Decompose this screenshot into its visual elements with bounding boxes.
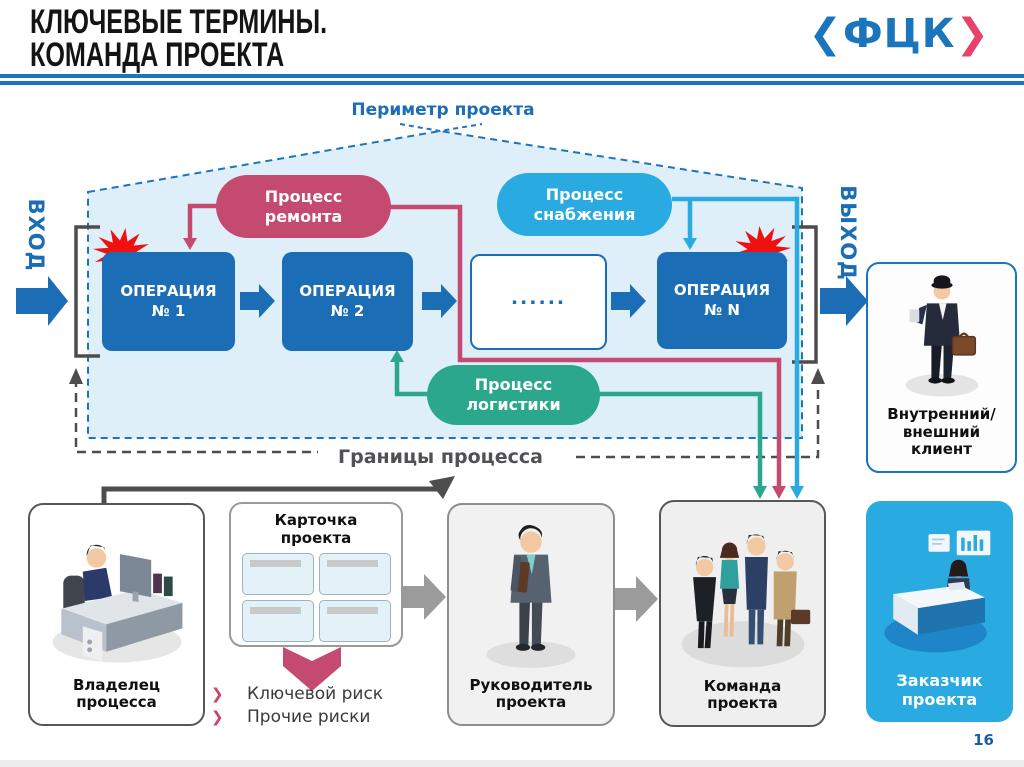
flow-arrow-3-icon — [611, 284, 646, 318]
operation-1-box: ОПЕРАЦИЯ № 1 — [102, 252, 235, 351]
input-arrow-icon — [16, 276, 68, 326]
operation-2-box: ОПЕРАЦИЯ № 2 — [282, 252, 413, 351]
card-line2: проекта — [280, 528, 352, 547]
card-cell — [318, 553, 391, 596]
customer-line1: Заказчик — [896, 671, 983, 691]
risk-item-label: Прочие риски — [247, 707, 371, 727]
team-line1: Команда — [703, 676, 782, 695]
operation-2-line2: № 2 — [330, 301, 365, 320]
client-line1: Внутренний/ — [887, 404, 996, 423]
logo-left-chevron-icon: ❮ — [808, 11, 843, 57]
supply-line2: снабжения — [533, 204, 636, 224]
boundary-dashed-right — [576, 368, 825, 459]
client-illustration — [868, 264, 1015, 404]
input-label: ВХОД — [24, 198, 48, 272]
operation-1-line1: ОПЕРАЦИЯ — [120, 282, 217, 300]
page-title-line2: КОМАНДА ПРОЕКТА — [30, 36, 285, 74]
supply-line1: Процесс — [545, 184, 624, 204]
process-owner-label: Владелец процесса — [69, 675, 164, 724]
operation-n-box: ОПЕРАЦИЯ № N — [657, 252, 787, 349]
project-card-box: Карточка проекта — [229, 502, 403, 647]
client-label: Внутренний/ внешний клиент — [883, 404, 999, 471]
project-manager-box: Руководитель проекта — [447, 503, 615, 726]
operation-n-line2: № N — [704, 300, 740, 319]
project-customer-label: Заказчик проекта — [892, 670, 986, 722]
client-line2: внешний — [902, 422, 981, 441]
project-customer-illustration — [866, 501, 1013, 670]
footer-strip — [0, 760, 1024, 767]
supply-process-pill: Процесс снабжения — [497, 173, 672, 236]
owner-boundary-connector — [101, 476, 455, 503]
card-cell — [241, 553, 314, 596]
perimeter-label: Периметр проекта — [351, 100, 535, 120]
manager-line2: проекта — [495, 693, 567, 712]
operation-1-line2: № 1 — [151, 301, 186, 320]
page-title: КЛЮЧЕВЫЕ ТЕРМИНЫ. КОМАНДА ПРОЕКТА — [30, 3, 328, 74]
project-manager-illustration — [449, 505, 613, 675]
manager-to-team-arrow-icon — [614, 576, 658, 622]
supply-connector — [672, 196, 804, 499]
chevron-bullet-icon: ❯ — [211, 708, 224, 726]
card-line1: Карточка — [274, 511, 358, 529]
owner-line1: Владелец — [72, 675, 161, 694]
card-to-manager-arrow-icon — [402, 574, 446, 620]
card-cell — [318, 600, 391, 643]
flow-arrow-1-icon — [240, 284, 275, 318]
input-bracket — [74, 225, 100, 358]
output-label: ВЫХОД — [836, 185, 860, 281]
header-divider — [0, 74, 1024, 85]
perimeter-pointer — [399, 123, 483, 133]
project-customer-box: Заказчик проекта — [866, 501, 1013, 722]
logistics-line2: логистики — [466, 395, 561, 414]
process-owner-box: Владелец процесса — [28, 503, 205, 726]
repair-line2: ремонта — [264, 206, 343, 226]
client-line3: клиент — [911, 440, 972, 459]
header: КЛЮЧЕВЫЕ ТЕРМИНЫ. КОМАНДА ПРОЕКТА ❮ФЦК❯ — [0, 0, 1024, 74]
project-team-illustration — [661, 502, 824, 676]
flow-arrow-2-icon — [422, 284, 457, 318]
manager-line1: Руководитель — [469, 675, 593, 694]
project-team-box: Команда проекта — [659, 500, 826, 727]
operation-2-line1: ОПЕРАЦИЯ — [299, 282, 396, 300]
standing-man-icon — [486, 524, 576, 668]
logo-text: ФЦК — [843, 11, 956, 57]
owner-line2: процесса — [76, 693, 157, 712]
risk-item: ❯ Прочие риски — [211, 707, 383, 727]
process-boundary-label: Границы процесса — [338, 446, 543, 468]
risk-item: ❯ Ключевой риск — [211, 684, 383, 704]
page-title-line1: КЛЮЧЕВЫЕ ТЕРМИНЫ. — [30, 3, 328, 41]
fck-logo: ❮ФЦК❯ — [808, 12, 990, 56]
boundary-dashed-left — [69, 368, 318, 454]
logistics-line1: Процесс — [474, 375, 553, 395]
risks-list: ❯ Ключевой риск ❯ Прочие риски — [211, 684, 383, 730]
project-team-label: Команда проекта — [700, 676, 786, 725]
reception-desk-icon — [883, 530, 990, 653]
chevron-bullet-icon: ❯ — [211, 685, 224, 703]
operations-ellipsis-box: ...... — [470, 254, 607, 350]
repair-process-pill: Процесс ремонта — [216, 175, 391, 238]
client-box: Внутренний/ внешний клиент — [866, 262, 1017, 473]
process-owner-illustration — [30, 505, 203, 675]
output-bracket — [792, 225, 818, 364]
logo-right-chevron-icon: ❯ — [955, 11, 990, 57]
risk-item-label: Ключевой риск — [247, 684, 384, 704]
project-card-label: Карточка проекта — [274, 511, 358, 547]
page-number: 16 — [973, 731, 994, 749]
project-manager-label: Руководитель проекта — [465, 675, 596, 724]
customer-line2: проекта — [901, 690, 978, 710]
people-group-icon — [681, 533, 810, 667]
team-line2: проекта — [707, 694, 778, 713]
operations-ellipsis: ...... — [510, 287, 567, 309]
man-at-desk-icon — [52, 544, 182, 663]
operation-n-line1: ОПЕРАЦИЯ — [673, 281, 771, 299]
man-with-briefcase-icon — [905, 275, 978, 397]
repair-line1: Процесс — [264, 186, 343, 206]
project-card-grid — [241, 553, 391, 643]
logistics-process-pill: Процесс логистики — [427, 365, 600, 425]
card-cell — [241, 600, 314, 643]
